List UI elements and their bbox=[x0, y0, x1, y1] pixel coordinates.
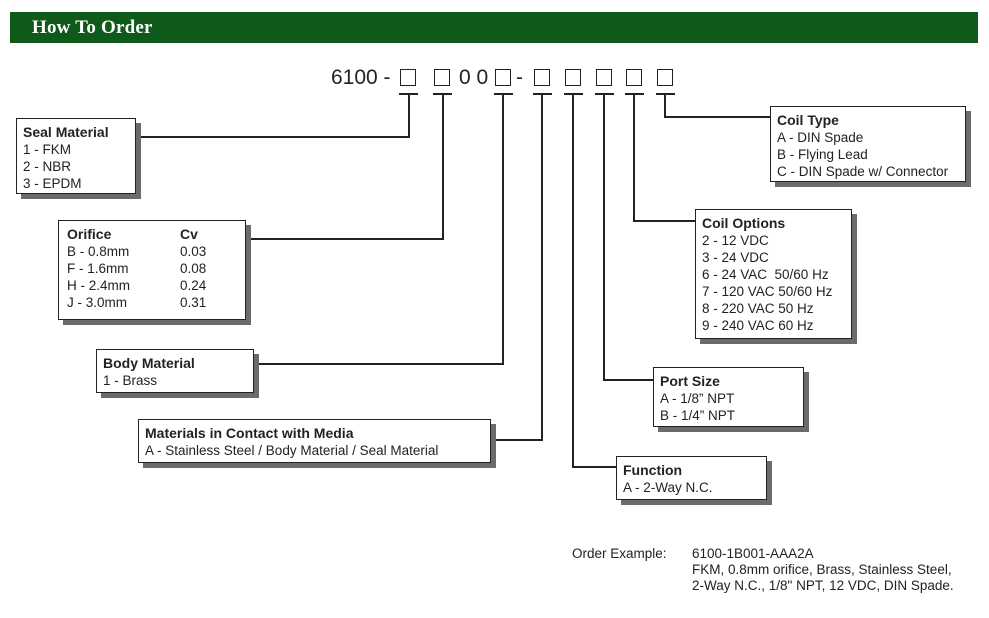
code-slot-orifice bbox=[434, 69, 450, 86]
code-slot-seal bbox=[400, 69, 416, 86]
body-material-panel: Body Material 1 - Brass bbox=[96, 349, 254, 393]
orifice-cv: 0.03 bbox=[180, 244, 207, 259]
coil-type-title: Coil Type bbox=[777, 112, 839, 128]
connector-function-v bbox=[572, 93, 574, 468]
orifice-label: J - 3.0mm bbox=[67, 295, 128, 310]
coil-options-panel: Coil Options 2 - 12 VDC 3 - 24 VDC 6 - 2… bbox=[695, 209, 852, 339]
connector-coil-type-v bbox=[664, 93, 666, 118]
section-header: How To Order bbox=[10, 12, 978, 43]
orifice-label: F - 1.6mm bbox=[67, 261, 129, 276]
coil-type-option: A - DIN Spade bbox=[777, 130, 864, 145]
code-slot-port bbox=[596, 69, 612, 86]
port-size-title: Port Size bbox=[660, 373, 720, 389]
body-material-title: Body Material bbox=[103, 355, 195, 371]
coil-options-option: 7 - 120 VAC 50/60 Hz bbox=[702, 284, 833, 299]
orifice-row: B - 0.8mm 0.03 bbox=[67, 243, 239, 260]
connector-body-v bbox=[502, 93, 504, 365]
orifice-row: F - 1.6mm 0.08 bbox=[67, 260, 239, 277]
connector-materials-v bbox=[541, 93, 543, 441]
seal-material-option: 3 - EPDM bbox=[23, 176, 82, 191]
port-size-panel: Port Size A - 1/8” NPT B - 1/4” NPT bbox=[653, 367, 804, 427]
code-zeros: 0 0 bbox=[459, 66, 489, 89]
seal-material-title: Seal Material bbox=[23, 124, 109, 140]
port-size-option: A - 1/8” NPT bbox=[660, 391, 735, 406]
orifice-title: Orifice bbox=[67, 226, 112, 242]
coil-options-option: 8 - 220 VAC 50 Hz bbox=[702, 301, 814, 316]
seal-material-panel: Seal Material 1 - FKM 2 - NBR 3 - EPDM bbox=[16, 118, 136, 194]
coil-options-title: Coil Options bbox=[702, 215, 786, 231]
orifice-panel: Orifice Cv B - 0.8mm 0.03 F - 1.6mm 0.08… bbox=[58, 220, 246, 320]
connector-port-h bbox=[603, 379, 653, 381]
connector-function-h bbox=[572, 466, 616, 468]
order-example-line: FKM, 0.8mm orifice, Brass, Stainless Ste… bbox=[692, 562, 952, 577]
code-prefix: 6100 - bbox=[331, 66, 391, 89]
coil-type-option: B - Flying Lead bbox=[777, 147, 868, 162]
seal-material-option: 2 - NBR bbox=[23, 159, 72, 174]
connector-orifice-v bbox=[442, 93, 444, 240]
orifice-cv: 0.31 bbox=[180, 295, 207, 310]
seal-material-option: 1 - FKM bbox=[23, 142, 72, 157]
function-panel: Function A - 2-Way N.C. bbox=[616, 456, 767, 500]
connector-body-h bbox=[254, 363, 504, 365]
connector-port-v bbox=[603, 93, 605, 381]
materials-contact-panel: Materials in Contact with Media A - Stai… bbox=[138, 419, 491, 463]
body-material-option: 1 - Brass bbox=[103, 373, 158, 388]
code-dash: - bbox=[516, 66, 523, 89]
orifice-cv: 0.24 bbox=[180, 278, 207, 293]
function-title: Function bbox=[623, 462, 683, 478]
coil-options-option: 2 - 12 VDC bbox=[702, 233, 769, 248]
function-option: A - 2-Way N.C. bbox=[623, 480, 713, 495]
connector-coil-options-h bbox=[633, 220, 695, 222]
materials-contact-title: Materials in Contact with Media bbox=[145, 425, 354, 441]
connector-coil-type-h bbox=[664, 116, 770, 118]
code-slot-materials bbox=[534, 69, 550, 86]
code-slot-function bbox=[565, 69, 581, 86]
coil-type-panel: Coil Type A - DIN Spade B - Flying Lead … bbox=[770, 106, 966, 182]
orifice-row: J - 3.0mm 0.31 bbox=[67, 294, 239, 311]
coil-type-option: C - DIN Spade w/ Connector bbox=[777, 164, 949, 179]
connector-materials-h bbox=[491, 439, 543, 441]
orifice-row: H - 2.4mm 0.24 bbox=[67, 277, 239, 294]
code-slot-coil-options bbox=[626, 69, 642, 86]
order-example-label: Order Example: bbox=[572, 546, 667, 561]
orifice-label: B - 0.8mm bbox=[67, 244, 130, 259]
connector-seal-h bbox=[136, 136, 410, 138]
port-size-option: B - 1/4” NPT bbox=[660, 408, 736, 423]
materials-contact-option: A - Stainless Steel / Body Material / Se… bbox=[145, 443, 439, 458]
orifice-cv: 0.08 bbox=[180, 261, 207, 276]
code-slot-body bbox=[495, 69, 511, 86]
connector-coil-options-v bbox=[633, 93, 635, 222]
orifice-label: H - 2.4mm bbox=[67, 278, 131, 293]
cv-title: Cv bbox=[180, 226, 198, 242]
section-title: How To Order bbox=[32, 17, 153, 38]
coil-options-option: 9 - 240 VAC 60 Hz bbox=[702, 318, 814, 333]
connector-orifice-h bbox=[246, 238, 444, 240]
order-example-line: 2-Way N.C., 1/8" NPT, 12 VDC, DIN Spade. bbox=[692, 578, 954, 593]
coil-options-option: 3 - 24 VDC bbox=[702, 250, 769, 265]
coil-options-option: 6 - 24 VAC 50/60 Hz bbox=[702, 267, 829, 282]
code-slot-coil-type bbox=[657, 69, 673, 86]
order-example-code: 6100-1B001-AAA2A bbox=[692, 546, 814, 561]
connector-seal-v bbox=[408, 93, 410, 138]
